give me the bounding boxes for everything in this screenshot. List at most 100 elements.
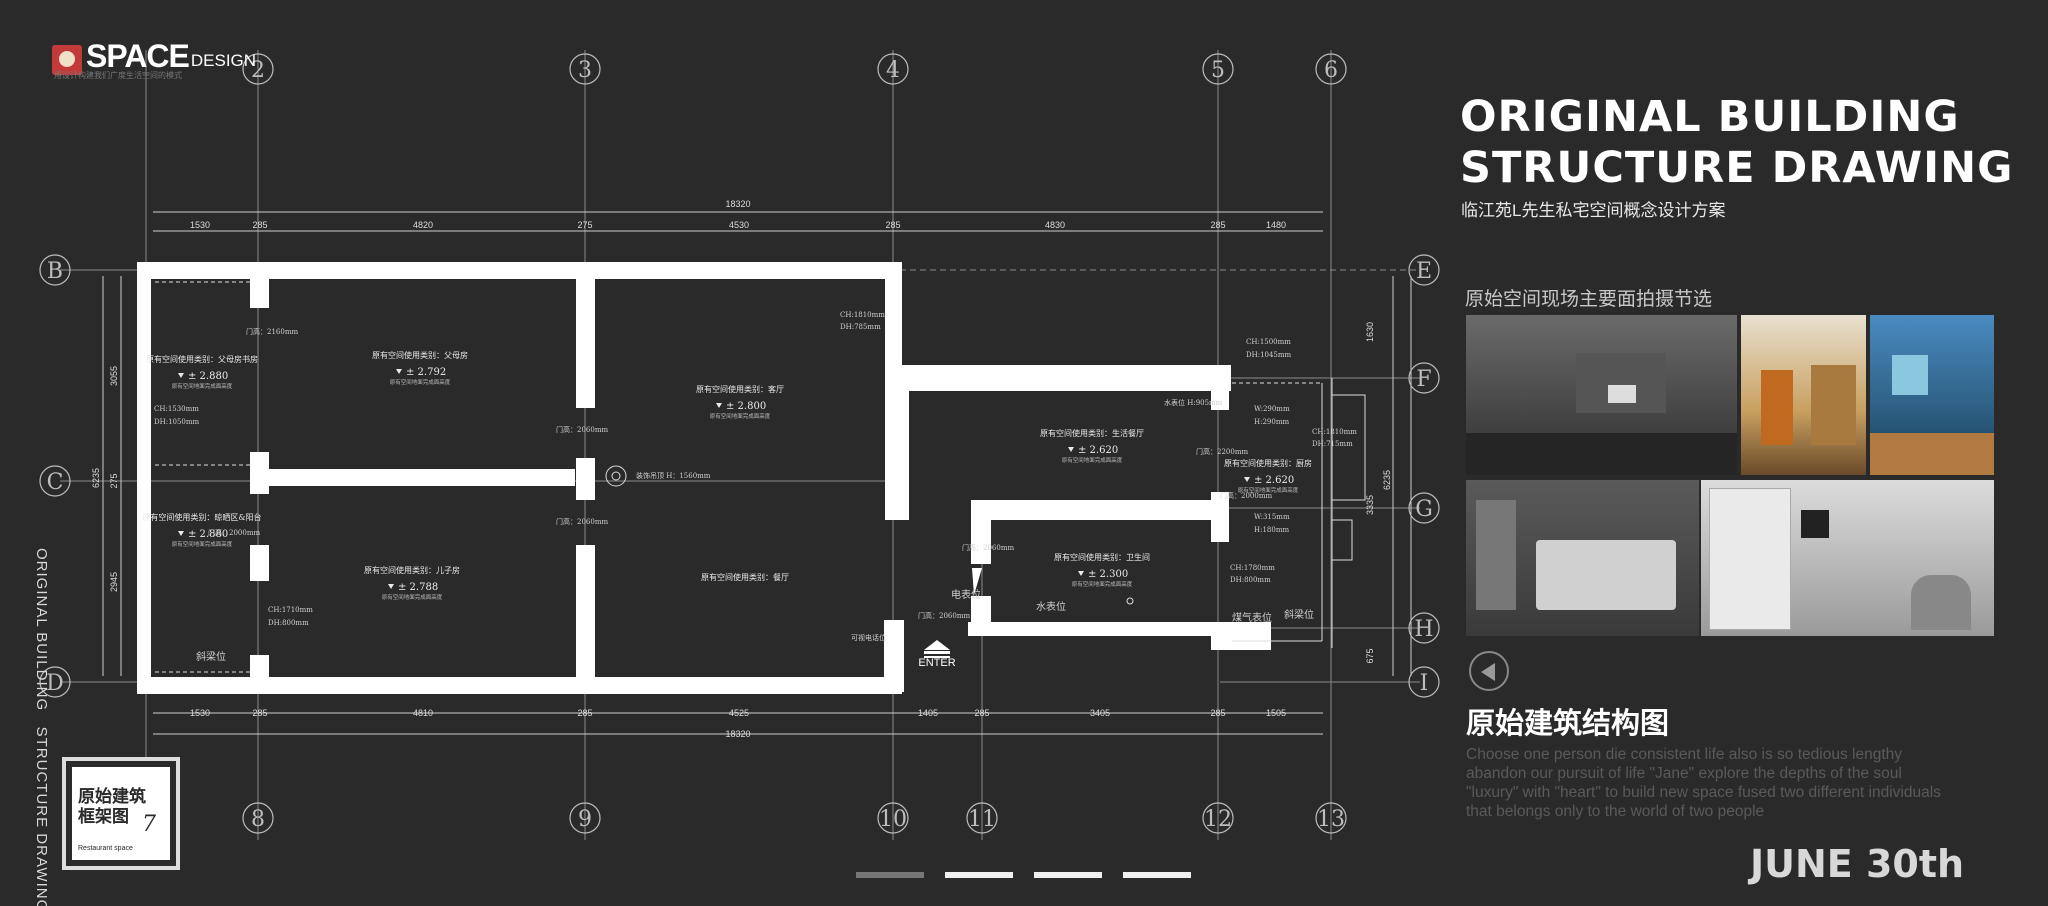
pager-dot-3[interactable] <box>1034 872 1102 878</box>
svg-text:± 2.880: ± 2.880 <box>188 371 228 382</box>
beam-note-2: 斜梁位 <box>1284 608 1314 621</box>
top-total-dim: 18320 <box>725 199 750 209</box>
bottom-dim: 285 <box>1210 708 1225 718</box>
svg-text:6: 6 <box>1324 58 1338 83</box>
logo-mark-icon <box>52 45 82 75</box>
pager-dot-1[interactable] <box>856 872 924 878</box>
axis-top-2: 2 <box>242 53 274 85</box>
grid-lines <box>60 50 1420 840</box>
svg-text:11: 11 <box>968 807 996 832</box>
w-note-2: W:315mm <box>1254 513 1290 521</box>
axis-right-row-G: G <box>1408 492 1440 524</box>
svg-text:± 2.620: ± 2.620 <box>1254 475 1294 486</box>
svg-text:原有空间使用类别：生活餐厅: 原有空间使用类别：生活餐厅 <box>1040 428 1144 438</box>
axis-right-row-H: H <box>1408 612 1440 644</box>
page-title: ORIGINAL BUILDING STRUCTURE DRAWING <box>1460 92 2013 194</box>
ch-note-6: CH:1780mm <box>1230 564 1275 572</box>
gas-note: 煤气表位 <box>1232 611 1272 624</box>
svg-text:2: 2 <box>251 58 265 83</box>
door-note-3: 门高：2060mm <box>556 517 608 526</box>
ch-note-4: CH:1810mm <box>1312 428 1357 436</box>
axis-top-5: 5 <box>1202 53 1234 85</box>
door-note-1: 门高：2160mm <box>246 327 298 336</box>
h-note-2: H:180mm <box>1254 526 1289 534</box>
axis-bottom-8: 8 <box>242 802 274 834</box>
svg-text:F: F <box>1416 367 1431 392</box>
top-dim: 285 <box>885 220 900 230</box>
svg-text:原有空间地面完成面高度: 原有空间地面完成面高度 <box>390 378 451 386</box>
logo-word: SPACE <box>86 38 190 74</box>
svg-text:原有空间地面完成面高度: 原有空间地面完成面高度 <box>710 412 771 420</box>
svg-text:± 2.880: ± 2.880 <box>188 529 228 540</box>
door-note-2: 门高：2060mm <box>556 425 608 434</box>
note-labels: 门高：2160mmCH:1530mmDH:1050mm门高：2060mm装饰吊顶… <box>154 311 1357 663</box>
kitchen-photo[interactable] <box>1870 315 1994 475</box>
title-line-2: STRUCTURE DRAWING <box>1460 143 2014 193</box>
dh-note-4: DH:715mm <box>1312 440 1353 448</box>
ch-note-3: CH:1500mm <box>1246 338 1291 346</box>
window-lines <box>155 281 1366 673</box>
door-note-8: 门高：2000mm <box>1220 491 1272 500</box>
ch-note-2: CH:1810mm <box>840 311 885 319</box>
svg-text:3: 3 <box>578 58 592 83</box>
bedroom-photo[interactable] <box>1466 480 1699 636</box>
bottom-dim: 3405 <box>1090 708 1110 718</box>
right-total-dim: 6235 <box>1382 470 1392 490</box>
door-note-5: 门高：2000mm <box>208 528 260 537</box>
top-dim: 275 <box>577 220 592 230</box>
svg-text:B: B <box>47 259 63 284</box>
enter-label: ENTER <box>918 657 955 669</box>
ceiling-light-note: 装饰吊顶 H：1560mm <box>636 471 711 480</box>
living-room-photo[interactable] <box>1466 315 1737 475</box>
left-dim: 3055 <box>109 366 119 386</box>
svg-text:± 2.620: ± 2.620 <box>1078 445 1118 456</box>
svg-text:4: 4 <box>886 58 900 83</box>
dh-note-3: DH:1045mm <box>1246 351 1292 359</box>
svg-text:± 2.800: ± 2.800 <box>726 401 766 412</box>
right-dim: 675 <box>1365 648 1375 663</box>
back-arrow-button[interactable] <box>1469 651 1509 691</box>
svg-text:原有空间使用类别：父母房: 原有空间使用类别：父母房 <box>372 350 468 360</box>
door-note-4: 门高：2200mm <box>1196 447 1248 456</box>
svg-text:原有空间使用类别：儿子房: 原有空间使用类别：儿子房 <box>364 565 460 575</box>
hallway-photo[interactable] <box>1741 315 1866 475</box>
ch-note-5: CH:1710mm <box>268 606 313 614</box>
pager-dot-4[interactable] <box>1123 872 1191 878</box>
section-badge: 原始建筑框架图 7 Restaurant space <box>62 757 180 870</box>
svg-text:原有空间地面完成面高度: 原有空间地面完成面高度 <box>1062 456 1123 464</box>
svg-text:原有空间使用类别：餐厅: 原有空间使用类别：餐厅 <box>701 572 789 582</box>
enter-marker <box>924 568 982 658</box>
pager-dot-2[interactable] <box>945 872 1013 878</box>
bottom-dim: 1405 <box>918 708 938 718</box>
badge-subtitle: Restaurant space <box>78 845 133 852</box>
brand-logo: SPACE DESIGN <box>52 38 256 75</box>
svg-text:12: 12 <box>1204 807 1232 832</box>
axis-top-4: 4 <box>877 53 909 85</box>
svg-text:原有空间地面完成面高度: 原有空间地面完成面高度 <box>382 593 443 601</box>
wardrobe-room-photo[interactable] <box>1701 480 1994 636</box>
section-description: Choose one person die consistent life al… <box>1466 746 1941 820</box>
axis-bottom-10: 10 <box>877 802 909 834</box>
axis-bottom-12: 12 <box>1202 802 1234 834</box>
svg-text:C: C <box>47 470 64 495</box>
svg-text:± 2.300: ± 2.300 <box>1088 569 1128 580</box>
right-dim: 1630 <box>1365 322 1375 342</box>
door-note-6: 门高：2060mm <box>962 543 1014 552</box>
svg-text:± 2.792: ± 2.792 <box>406 367 446 378</box>
right-dim: 3335 <box>1365 495 1375 515</box>
axis-row-B: B <box>39 254 71 286</box>
bottom-dim: 285 <box>252 708 267 718</box>
top-dim: 4820 <box>413 220 433 230</box>
beam-note-1: 斜梁位 <box>196 650 226 663</box>
svg-text:原有空间使用类别：卫生间: 原有空间使用类别：卫生间 <box>1054 552 1150 562</box>
top-dim: 1530 <box>190 220 210 230</box>
left-total-dim: 6235 <box>91 468 101 488</box>
w-note-1: W:290mm <box>1254 405 1290 413</box>
badge-number: 7 <box>142 812 156 837</box>
dh-note-2: DH:785mm <box>840 323 881 331</box>
logo-suffix: DESIGN <box>190 51 257 70</box>
